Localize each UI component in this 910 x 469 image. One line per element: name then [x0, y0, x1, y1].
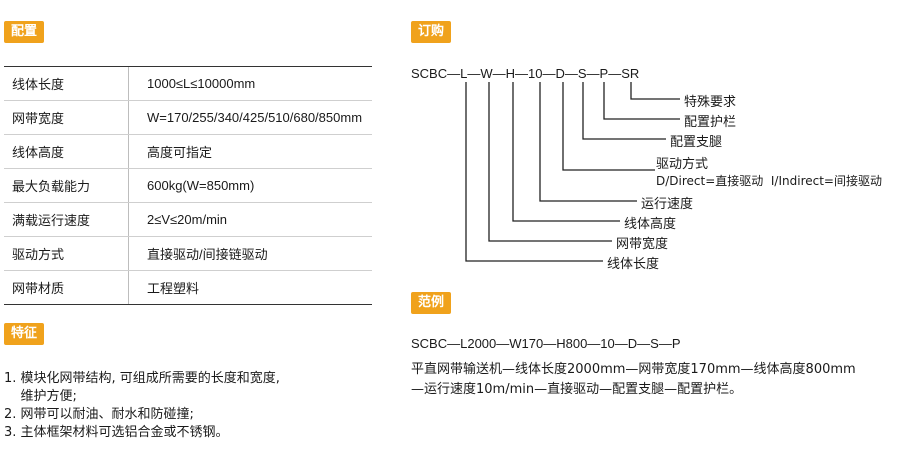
leader-line: [539, 82, 637, 202]
spec-table: 线体长度 1000≤L≤10000mm 网带宽度 W=170/255/340/4…: [4, 66, 372, 305]
config-heading: 配置: [4, 21, 45, 43]
list-item: 1. 模块化网带结构, 可组成所需要的长度和宽度,: [4, 371, 280, 386]
label-line-height: 线体高度: [624, 217, 677, 232]
leader-line: [603, 82, 680, 120]
label-belt-width: 网带宽度: [616, 237, 669, 252]
table-row: 网带宽度 W=170/255/340/425/510/680/850mm: [4, 100, 372, 134]
spec-key: 驱动方式: [4, 237, 129, 270]
leader-line: [512, 82, 620, 222]
spec-key: 网带宽度: [4, 101, 129, 134]
spec-value: 直接驱动/间接链驱动: [147, 247, 268, 262]
spec-value: 600kg(W=850mm): [147, 178, 255, 193]
spec-key: 满载运行速度: [4, 203, 129, 236]
table-row: 驱动方式 直接驱动/间接链驱动: [4, 236, 372, 270]
spec-value: 1000≤L≤10000mm: [147, 76, 256, 91]
label-drive-options: D/Direct=直接驱动 I/Indirect=间接驱动: [656, 174, 882, 188]
spec-key: 最大负载能力: [4, 169, 129, 202]
spec-value: 工程塑料: [147, 281, 200, 296]
leader-line: [488, 82, 612, 242]
example-heading: 范例: [411, 292, 452, 314]
spec-value: W=170/255/340/425/510/680/850mm: [147, 110, 363, 125]
spec-key: 网带材质: [4, 271, 129, 304]
label-drive-mode: 驱动方式: [656, 157, 709, 172]
leader-line: [582, 82, 666, 140]
spec-key: 线体高度: [4, 135, 129, 168]
label-special-requirement: 特殊要求: [684, 95, 737, 110]
example-description: 平直网带输送机—线体长度2000mm—网带宽度170mm—线体高度800mm: [411, 362, 856, 377]
table-row: 线体长度 1000≤L≤10000mm: [4, 66, 372, 100]
leader-line: [465, 82, 603, 262]
example-code: SCBC—L2000—W170—H800—10—D—S—P: [411, 336, 681, 351]
label-support-legs: 配置支腿: [670, 135, 723, 150]
list-item: 维护方便;: [4, 389, 77, 404]
table-row: 最大负载能力 600kg(W=850mm): [4, 168, 372, 202]
features-list: 1. 模块化网带结构, 可组成所需要的长度和宽度, 维护方便; 2. 网带可以耐…: [4, 370, 280, 442]
spec-key: 线体长度: [4, 67, 129, 100]
table-row: 满载运行速度 2≤V≤20m/min: [4, 202, 372, 236]
table-row: 线体高度 高度可指定: [4, 134, 372, 168]
spec-value: 2≤V≤20m/min: [147, 212, 228, 227]
label-guardrail: 配置护栏: [684, 115, 737, 130]
table-row: 网带材质 工程塑料: [4, 270, 372, 305]
list-item: 3. 主体框架材料可选铝合金或不锈钢。: [4, 425, 229, 440]
features-heading: 特征: [4, 323, 45, 345]
label-line-length: 线体长度: [607, 257, 660, 272]
label-speed: 运行速度: [641, 197, 694, 212]
leader-line: [562, 82, 655, 171]
order-code: SCBC—L—W—H—10—D—S—P—SR: [411, 66, 640, 81]
order-heading: 订购: [411, 21, 452, 43]
spec-value: 高度可指定: [147, 145, 213, 160]
list-item: 2. 网带可以耐油、耐水和防碰撞;: [4, 407, 194, 422]
example-description-cont: —运行速度10m/min—直接驱动—配置支腿—配置护栏。: [411, 382, 743, 397]
leader-line: [630, 82, 680, 100]
